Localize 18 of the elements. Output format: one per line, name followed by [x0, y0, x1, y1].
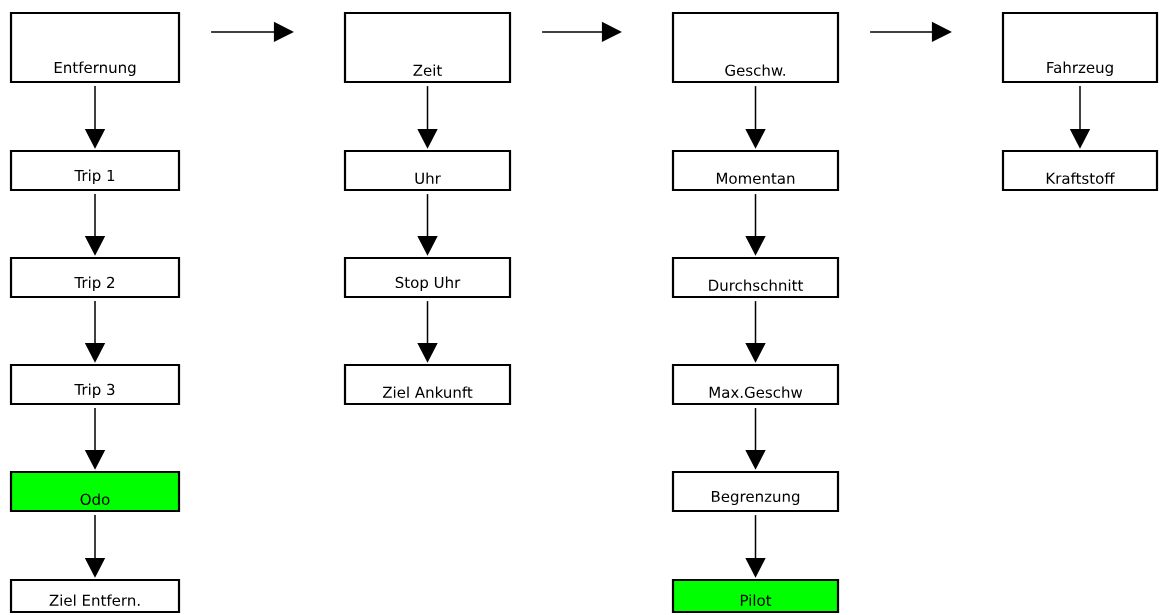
highlighted-box: Pilot [671, 578, 840, 614]
menu-box: Entfernung [9, 11, 181, 84]
menu-box: Begrenzung [671, 470, 840, 513]
menu-box: Trip 3 [9, 363, 181, 406]
menu-box: Ziel Entfern. [9, 578, 181, 614]
menu-box: Durchschnitt [671, 256, 840, 299]
menu-box: Zeit [343, 11, 512, 84]
highlighted-box: Odo [9, 470, 181, 513]
menu-box: Momentan [671, 149, 840, 192]
menu-box: Stop Uhr [343, 256, 512, 299]
menu-box: Kraftstoff [1001, 149, 1159, 192]
menu-box: Trip 1 [9, 149, 181, 192]
menu-box: Max.Geschw [671, 363, 840, 406]
menu-box: Fahrzeug [1001, 11, 1159, 84]
menu-box: Trip 2 [9, 256, 181, 299]
menu-box: Geschw. [671, 11, 840, 84]
menu-box: Ziel Ankunft [343, 363, 512, 406]
menu-box: Uhr [343, 149, 512, 192]
